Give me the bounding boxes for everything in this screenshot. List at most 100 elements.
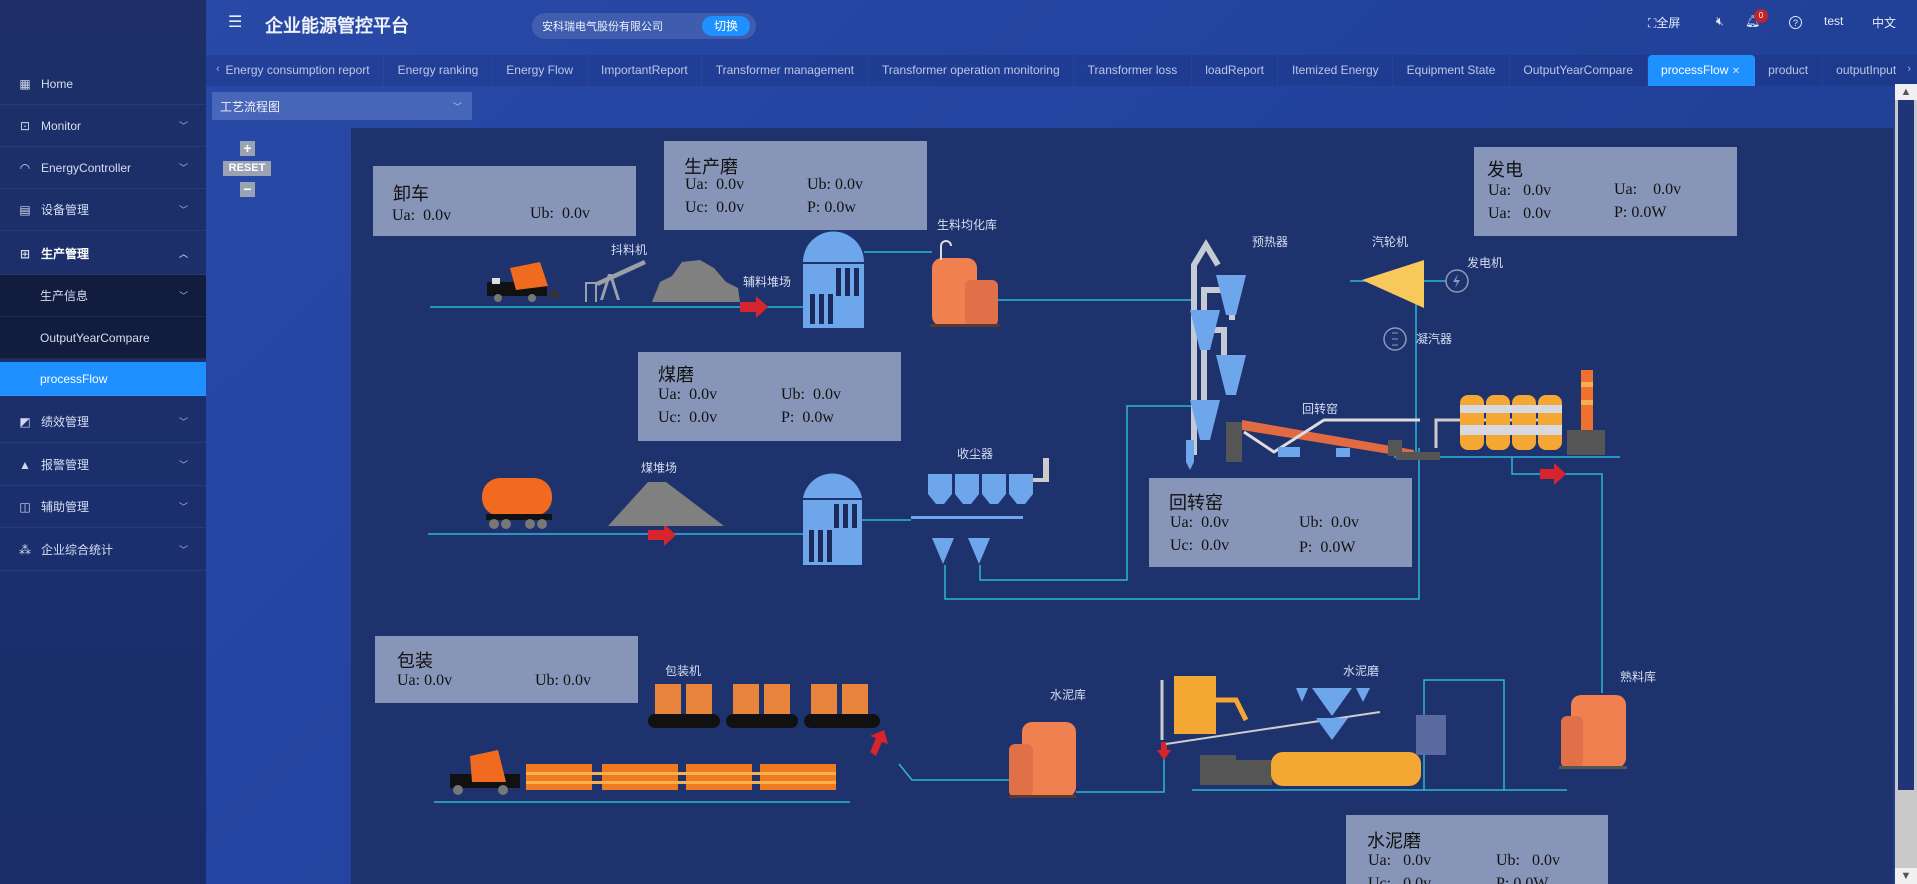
chevron-down-icon: ﹀ bbox=[178, 460, 188, 470]
fullscreen-button[interactable]: ⛶全屏 bbox=[1648, 14, 1680, 31]
label-cement-silo: 水泥库 bbox=[1050, 688, 1087, 702]
tab-product[interactable]: product bbox=[1755, 55, 1823, 86]
sidebar-item-home[interactable]: ▦ Home bbox=[0, 63, 206, 105]
arrow-icon bbox=[1157, 742, 1171, 760]
dump-truck-icon bbox=[487, 262, 562, 302]
label-condenser: 凝汽器 bbox=[1416, 332, 1453, 346]
switch-company-button[interactable]: 切换 bbox=[701, 16, 750, 36]
sidebar-item-label: Monitor bbox=[41, 118, 82, 133]
close-tab-icon[interactable]: ✕ bbox=[1731, 66, 1741, 77]
tab-important-report[interactable]: ImportantReport bbox=[588, 55, 703, 86]
menu-collapse-icon[interactable]: ☰ bbox=[228, 14, 243, 31]
reset-zoom-button[interactable]: RESET bbox=[223, 161, 271, 176]
label-packing-machine: 包装机 bbox=[665, 664, 702, 678]
reading-value: 0.0W bbox=[1513, 875, 1549, 884]
gauge-icon: ◠ bbox=[19, 160, 31, 175]
sidebar-item-label: OutputYearCompare bbox=[40, 330, 150, 345]
sidebar-item-label: 生产管理 bbox=[41, 247, 90, 261]
reading-value: 0.0W bbox=[1320, 539, 1356, 556]
tab-transformer-operation-monitoring[interactable]: Transformer operation monitoring bbox=[869, 55, 1075, 86]
tab-load-report[interactable]: loadReport bbox=[1192, 55, 1279, 86]
grid-icon: ⊞ bbox=[19, 246, 31, 261]
reading-label: Ub: bbox=[807, 176, 831, 193]
sidebar-item-production-info[interactable]: 生产信息﹀ bbox=[0, 275, 206, 317]
notification-badge: 0 bbox=[1754, 9, 1768, 23]
reading-label: Ua: bbox=[1614, 181, 1638, 198]
home-icon: ▦ bbox=[19, 76, 31, 91]
reading-value: 0.0v bbox=[689, 386, 718, 403]
condenser-icon bbox=[1383, 327, 1407, 351]
tab-energy-consumption-report[interactable]: Energy consumption report bbox=[222, 55, 385, 86]
sidebar-item-production-management[interactable]: ⊞生产管理︿ bbox=[0, 233, 206, 275]
tab-scroll-left-icon[interactable]: ‹ bbox=[216, 63, 220, 75]
sidebar-item-label: Home bbox=[41, 76, 74, 91]
company-selector: 安科瑞电气股份有限公司 切换 bbox=[532, 13, 756, 39]
reading-label: Ua: bbox=[1488, 205, 1512, 222]
sidebar-item-output-year-compare[interactable]: OutputYearCompare bbox=[0, 317, 206, 359]
view-select[interactable]: 工艺流程图 ﹀ bbox=[212, 92, 472, 120]
label-dust-collector: 收尘器 bbox=[957, 447, 994, 461]
sidebar-item-process-flow[interactable]: processFlow bbox=[0, 362, 206, 396]
tab-transformer-loss[interactable]: Transformer loss bbox=[1074, 55, 1192, 86]
sidebar-item-enterprise-statistics[interactable]: ⁂企业综合统计﹀ bbox=[0, 529, 206, 571]
sidebar-item-label: 报警管理 bbox=[41, 458, 90, 472]
process-flow-canvas[interactable] bbox=[351, 128, 1893, 884]
panel-baozhuang: 包装 Ua: 0.0v Ub: 0.0v bbox=[375, 636, 638, 703]
reading-value: 0.0v bbox=[1201, 537, 1230, 554]
scroll-down-icon[interactable]: ▼ bbox=[1895, 868, 1917, 884]
user-menu[interactable]: test bbox=[1824, 14, 1844, 28]
reading-value: 0.0v bbox=[424, 672, 453, 689]
zoom-out-button[interactable]: − bbox=[240, 182, 255, 197]
sidebar-item-alarm-management[interactable]: ▲报警管理﹀ bbox=[0, 444, 206, 486]
cement-silo-icon bbox=[1009, 722, 1076, 798]
arrow-icon bbox=[1540, 463, 1566, 485]
tab-scroll-right-icon[interactable]: › bbox=[1907, 63, 1911, 75]
panel-title: 包装 bbox=[397, 651, 433, 671]
sidebar-item-label: EnergyController bbox=[41, 160, 132, 175]
tab-output-input[interactable]: outputInput bbox=[1823, 55, 1897, 86]
filter-tanks-icon bbox=[1434, 395, 1562, 450]
sidebar-item-auxiliary-management[interactable]: ◫辅助管理﹀ bbox=[0, 486, 206, 528]
zoom-in-button[interactable]: + bbox=[240, 141, 255, 156]
ub-reading: Ub: 0.0v bbox=[535, 672, 591, 690]
vertical-scrollbar[interactable]: ▲ ▼ bbox=[1895, 84, 1917, 884]
ua-reading: Ua: 0.0v bbox=[397, 672, 452, 690]
ub-reading: Ub: 0.0v bbox=[1299, 514, 1359, 532]
tab-itemized-energy[interactable]: Itemized Energy bbox=[1278, 55, 1394, 86]
cluster-icon: ⁂ bbox=[19, 542, 31, 557]
panel-xieche: 卸车 Ua: 0.0v Ub: 0.0v bbox=[373, 166, 636, 236]
reading-value: 0.0v bbox=[1403, 875, 1432, 884]
preheater-icon bbox=[1186, 239, 1246, 470]
mute-icon[interactable]: 🔇︎ bbox=[1716, 14, 1724, 28]
reading-value: 0.0w bbox=[802, 409, 834, 426]
tab-energy-ranking[interactable]: Energy ranking bbox=[384, 55, 493, 86]
tab-equipment-state[interactable]: Equipment State bbox=[1393, 55, 1510, 86]
reading-value: 0.0v bbox=[1653, 181, 1682, 198]
flow-lines bbox=[428, 251, 1620, 803]
reading-label: Uc: bbox=[658, 409, 682, 426]
tab-transformer-management[interactable]: Transformer management bbox=[702, 55, 869, 86]
label-fuliao-yard: 辅料堆场 bbox=[743, 275, 792, 289]
scroll-up-icon[interactable]: ▲ bbox=[1895, 84, 1917, 100]
p-reading: P: 0.0w bbox=[807, 199, 856, 217]
ub-reading: Ub: 0.0v bbox=[807, 176, 863, 194]
sidebar-item-monitor[interactable]: ⊡Monitor﹀ bbox=[0, 105, 206, 147]
ua-reading: Ua: 0.0v bbox=[658, 386, 717, 404]
help-icon[interactable]: ? bbox=[1789, 16, 1802, 29]
company-name: 安科瑞电气股份有限公司 bbox=[542, 21, 663, 33]
language-switch[interactable]: 中文 bbox=[1872, 16, 1897, 30]
tab-process-flow[interactable]: processFlow ✕ bbox=[1647, 55, 1755, 86]
ub-reading: Ub: 0.0v bbox=[530, 205, 590, 223]
sidebar-item-device-management[interactable]: ▤设备管理﹀ bbox=[0, 189, 206, 231]
sidebar-item-performance-management[interactable]: ◩绩效管理﹀ bbox=[0, 401, 206, 443]
reading-label: Ua: bbox=[685, 176, 709, 193]
tab-energy-flow[interactable]: Energy Flow bbox=[493, 55, 588, 86]
cement-mill-icon bbox=[1160, 676, 1446, 786]
sidebar-item-energy-controller[interactable]: ◠EnergyController﹀ bbox=[0, 147, 206, 189]
ua-reading: Ua: 0.0v bbox=[1488, 205, 1551, 223]
tab-output-year-compare[interactable]: OutputYearCompare bbox=[1510, 55, 1648, 86]
sidebar-item-label: processFlow bbox=[40, 371, 108, 386]
scrollbar-thumb[interactable] bbox=[1898, 100, 1914, 790]
sidebar: ▦ Home ⊡Monitor﹀ ◠ EnergyController ﹀ ▤设备管理… bbox=[0, 0, 206, 884]
